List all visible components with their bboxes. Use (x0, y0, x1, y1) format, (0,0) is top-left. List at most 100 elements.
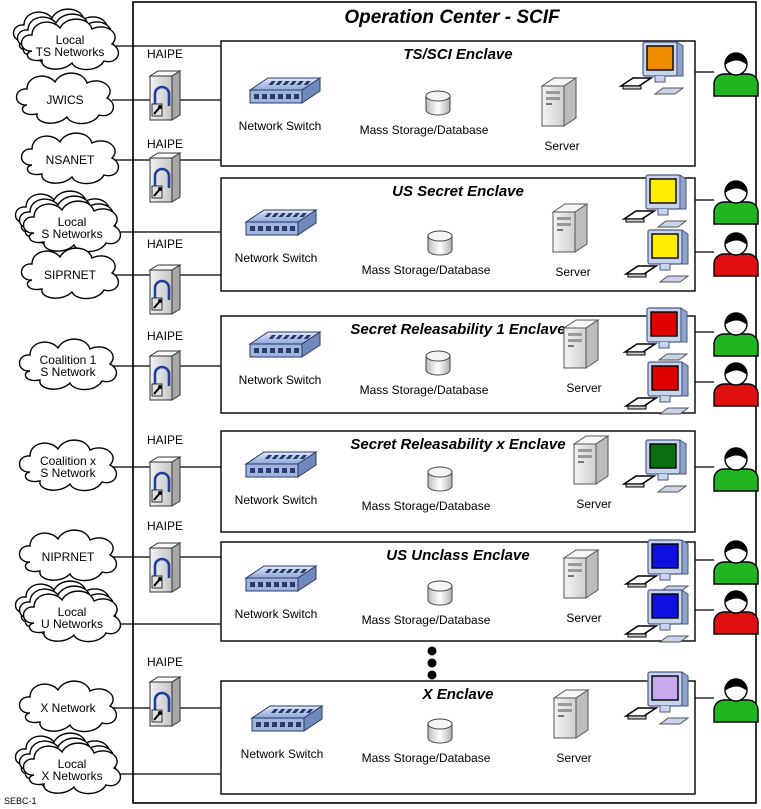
monitor-screen (651, 675, 679, 701)
server-label: Server (566, 611, 601, 625)
haipe-label: HAIPE (147, 329, 183, 343)
cloud-label: NIPRNET (42, 550, 95, 564)
monitor-screen (651, 593, 679, 619)
server-tower-2 (562, 319, 600, 369)
storage-label: Mass Storage/Database (360, 123, 489, 137)
storage-label: Mass Storage/Database (362, 613, 491, 627)
server-tower-5 (552, 689, 590, 739)
server-label: Server (576, 497, 611, 511)
storage-label: Mass Storage/Database (362, 751, 491, 765)
enclave-title: Secret Releasability x Enclave (350, 436, 565, 453)
haipe-device-6 (148, 676, 182, 727)
network-switch-5 (250, 705, 324, 732)
enclave-box (220, 680, 696, 795)
server-label: Server (555, 265, 590, 279)
haipe-label: HAIPE (147, 519, 183, 533)
server-label: Server (566, 381, 601, 395)
server-tower-1 (551, 203, 589, 253)
network-switch-3 (244, 451, 318, 478)
haipe-device-3 (148, 350, 182, 401)
cloud-shape (20, 18, 120, 71)
cloud-shape (22, 742, 122, 795)
storage-disk-2 (425, 350, 451, 376)
monitor-screen (650, 311, 678, 337)
server-tower-4 (562, 549, 600, 599)
server-tower-0 (540, 77, 578, 127)
enclave-box (220, 541, 696, 642)
storage-disk-1 (427, 230, 453, 256)
cloud-network-9: X Network (18, 680, 118, 733)
enclave-title: US Unclass Enclave (386, 547, 529, 564)
workstation-1-1 (623, 229, 690, 283)
more-enclaves-dot (427, 658, 437, 668)
workstation-0-0 (618, 41, 685, 95)
network-switch-2 (248, 331, 322, 358)
more-enclaves-dot (427, 646, 437, 656)
cloud-label: JWICS (46, 93, 83, 107)
storage-disk-4 (427, 580, 453, 606)
storage-disk-5 (427, 718, 453, 744)
monitor-screen (651, 365, 679, 391)
workstation-2-0 (622, 307, 689, 361)
cloud-network-2: NSANET (20, 132, 120, 185)
storage-disk-3 (427, 466, 453, 492)
user-icon-5-0 (713, 678, 759, 723)
storage-label: Mass Storage/Database (360, 383, 489, 397)
haipe-label: HAIPE (147, 433, 183, 447)
server-label: Server (556, 751, 591, 765)
network-switch-label: Network Switch (241, 747, 324, 761)
user-icon-4-1 (713, 590, 759, 635)
monitor-screen (649, 178, 677, 204)
user-icon-3-0 (713, 447, 759, 492)
haipe-device-2 (148, 264, 182, 315)
cloud-shape (18, 680, 118, 733)
network-switch-1 (244, 209, 318, 236)
workstation-4-1 (623, 589, 690, 643)
haipe-label: HAIPE (147, 655, 183, 669)
cloud-shape (22, 200, 122, 253)
network-switch-label: Network Switch (235, 493, 318, 507)
user-icon-2-1 (713, 362, 759, 407)
cloud-network-7: NIPRNET (18, 529, 118, 582)
enclave-box (220, 430, 696, 533)
workstation-5-0 (623, 671, 690, 725)
network-switch-4 (244, 565, 318, 592)
more-enclaves-dot (427, 670, 437, 680)
diagram-title: Operation Center - SCIF (344, 7, 561, 28)
monitor-screen (651, 233, 679, 259)
user-icon-1-0 (713, 180, 759, 225)
enclave-title: X Enclave (422, 686, 494, 703)
monitor-screen (651, 543, 679, 569)
network-switch-label: Network Switch (235, 607, 318, 621)
workstation-1-0 (621, 174, 688, 228)
workstation-2-1 (623, 361, 690, 415)
haipe-device-4 (148, 456, 182, 507)
user-icon-1-1 (713, 232, 759, 277)
network-switch-label: Network Switch (235, 251, 318, 265)
cloud-network-1: JWICS (15, 72, 115, 125)
user-icon-0-0 (713, 52, 759, 97)
enclave-box (220, 177, 696, 292)
network-switch-label: Network Switch (239, 373, 322, 387)
user-icon-4-0 (713, 540, 759, 585)
cloud-shape (15, 72, 115, 125)
haipe-device-1 (148, 152, 182, 203)
cloud-shape (20, 132, 120, 185)
cloud-label: NSANET (46, 153, 95, 167)
diagram-id-label: SEBC-1 (4, 796, 37, 806)
monitor-screen (646, 45, 674, 71)
